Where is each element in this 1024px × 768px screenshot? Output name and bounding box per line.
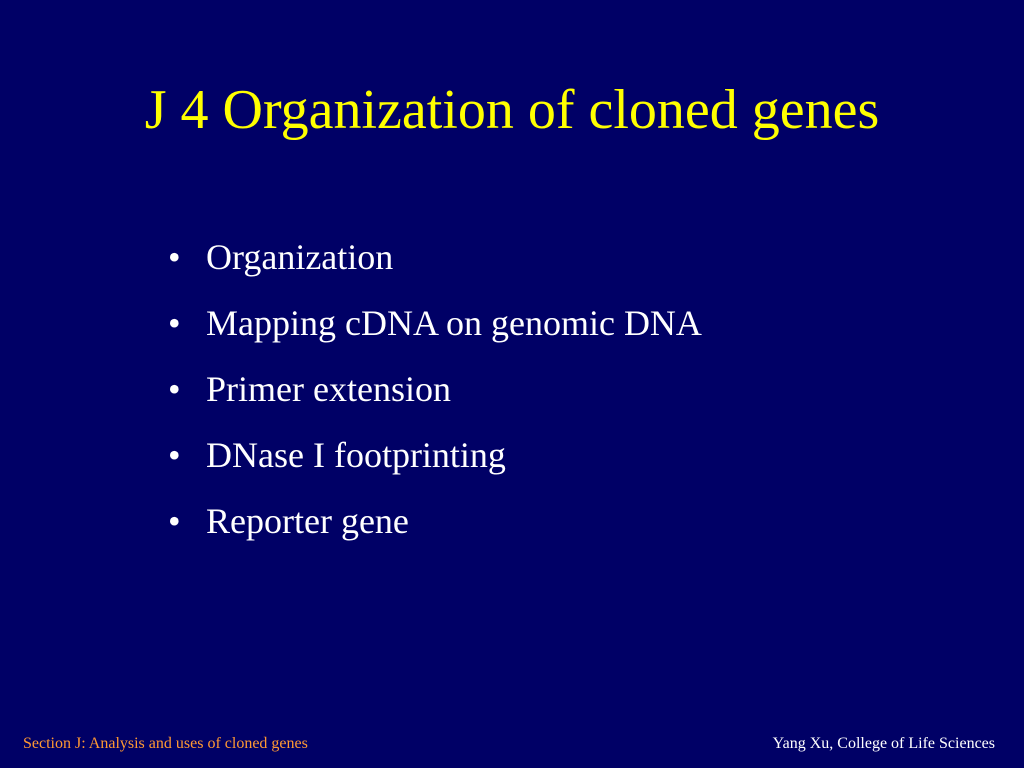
bullet-item: • DNase I footprinting xyxy=(168,422,702,488)
footer-section-label: Section J: Analysis and uses of cloned g… xyxy=(23,735,308,752)
bullet-item: • Mapping cDNA on genomic DNA xyxy=(168,290,702,356)
footer-author-label: Yang Xu, College of Life Sciences xyxy=(772,735,995,752)
bullet-icon: • xyxy=(168,501,181,541)
bullet-item: • Reporter gene xyxy=(168,488,702,554)
bullet-text: Organization xyxy=(206,237,394,277)
bullet-text: Primer extension xyxy=(206,369,451,409)
bullet-icon: • xyxy=(168,303,181,343)
bullet-text: Mapping cDNA on genomic DNA xyxy=(206,303,702,343)
bullet-icon: • xyxy=(168,435,181,475)
bullet-list: • Organization • Mapping cDNA on genomic… xyxy=(168,224,702,554)
bullet-icon: • xyxy=(168,369,181,409)
bullet-text: Reporter gene xyxy=(206,501,409,541)
bullet-item: • Primer extension xyxy=(168,356,702,422)
bullet-item: • Organization xyxy=(168,224,702,290)
slide-title: J 4 Organization of cloned genes xyxy=(144,79,880,141)
bullet-text: DNase I footprinting xyxy=(206,435,506,475)
bullet-icon: • xyxy=(168,237,181,277)
